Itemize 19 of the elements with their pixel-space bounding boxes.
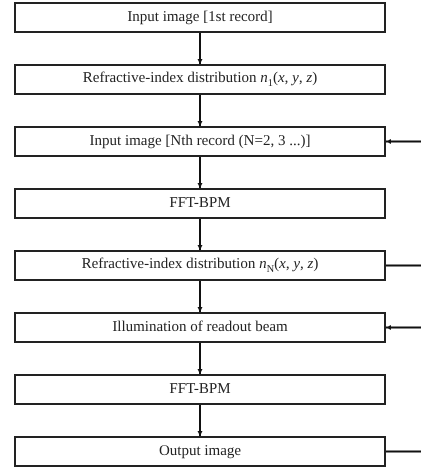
arrow <box>386 325 421 330</box>
arrow <box>198 343 202 374</box>
process-box: Refractive-index distribution n$_{1}$(x, y, z) <box>14 64 386 95</box>
arrow <box>198 219 202 250</box>
process-box: FFT-BPM <box>14 188 386 219</box>
arrow <box>198 405 202 436</box>
process-box: Illumination of readout beam <box>14 312 386 343</box>
connector-line <box>386 450 421 452</box>
connector-line <box>386 264 421 266</box>
process-box: Input image [Nth record (N=2, 3 ...)] <box>14 126 386 157</box>
arrow <box>198 95 202 126</box>
arrow <box>198 157 202 188</box>
process-box: Input image [1st record] <box>14 2 386 33</box>
process-box: FFT-BPM <box>14 374 386 405</box>
arrow <box>198 33 202 64</box>
process-box: Output image <box>14 436 386 467</box>
arrow <box>198 281 202 312</box>
process-box: Refractive-index distribution n$_{N}$(x, y, z) <box>14 250 386 281</box>
arrow <box>386 139 421 144</box>
